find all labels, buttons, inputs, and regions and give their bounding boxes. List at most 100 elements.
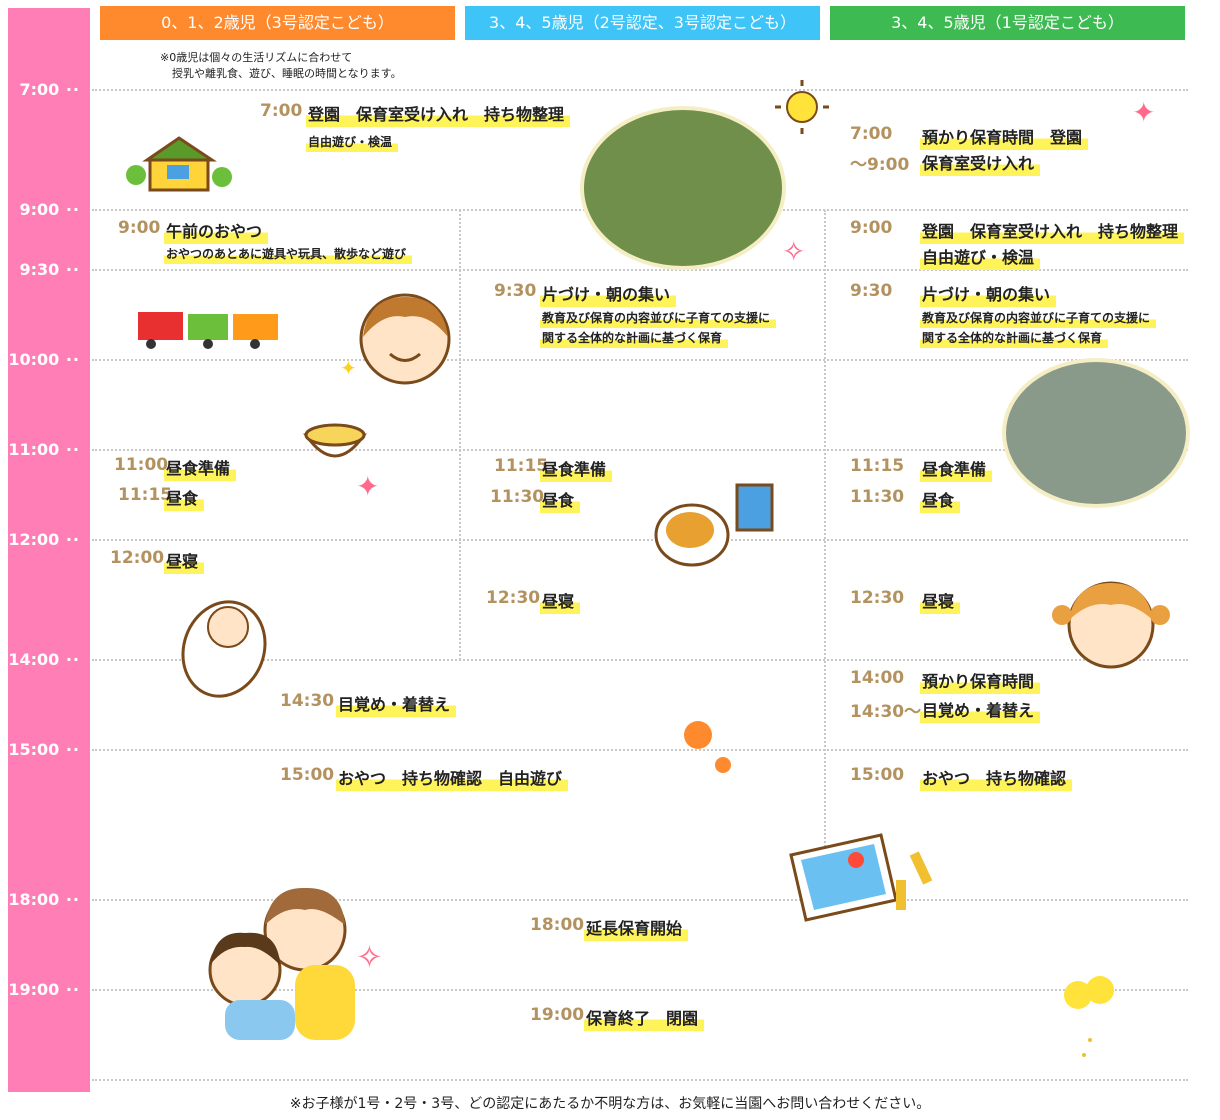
event-time: 12:30 bbox=[486, 588, 541, 608]
child-face-illustration bbox=[359, 293, 451, 385]
mother-and-child-illustration bbox=[208, 887, 355, 1040]
event-sub: 自由遊び・検温 bbox=[920, 244, 1041, 270]
event-sub: 自由遊び・検温 bbox=[306, 133, 399, 152]
event-time: 9:30 bbox=[494, 281, 537, 301]
sleeping-baby-illustration bbox=[181, 600, 267, 698]
event-time: 12:00 bbox=[110, 548, 165, 568]
tick-1800: 18:00 bbox=[0, 890, 80, 909]
event-label: 預かり保育時間 bbox=[920, 668, 1041, 694]
sparkle-icon: ✦ bbox=[356, 470, 380, 503]
header-age-3-5-type1: 3、4、5歳児（1号認定こども） bbox=[830, 6, 1185, 40]
event-label: 保育終了 閉園 bbox=[584, 1005, 705, 1031]
event-label: 昼食 bbox=[540, 487, 581, 513]
event-label: 午前のおやつ bbox=[164, 218, 269, 244]
soup-bowl-illustration bbox=[303, 423, 367, 458]
event-label: 昼寝 bbox=[920, 588, 961, 614]
gridline bbox=[92, 899, 1188, 901]
event-label: 目覚め・着替え bbox=[336, 691, 457, 717]
tick-0930: 9:30 bbox=[0, 260, 80, 279]
gridline bbox=[92, 89, 1188, 91]
tick-1900: 19:00 bbox=[0, 980, 80, 999]
children-running-photo bbox=[1002, 358, 1190, 508]
gridline bbox=[92, 359, 1188, 361]
event-time: 7:00 bbox=[850, 124, 893, 144]
event-label: おやつ 持ち物確認 自由遊び bbox=[336, 765, 569, 791]
sun-icon bbox=[775, 80, 829, 134]
gridline bbox=[92, 1079, 1188, 1081]
event-sub: 教育及び保育の内容並びに子育ての支援に bbox=[540, 309, 777, 328]
event-label: 延長保育開始 bbox=[584, 915, 689, 941]
time-axis-bar bbox=[8, 8, 90, 1092]
sparkle-icon: ✦ bbox=[340, 356, 357, 380]
train-illustration bbox=[138, 312, 278, 349]
event-time: 14:00 bbox=[850, 668, 905, 688]
gridline bbox=[92, 269, 1188, 271]
event-time: 11:15 bbox=[850, 456, 905, 476]
event-label: 昼食準備 bbox=[540, 456, 613, 482]
sparkle-icon: ✧ bbox=[356, 938, 383, 976]
event-sub: おやつのあとあに遊具や玩具、散歩など遊び bbox=[164, 245, 413, 264]
sparkle-icon: ✧ bbox=[782, 235, 806, 268]
flower-icon bbox=[684, 721, 731, 773]
girl-face-illustration bbox=[1052, 581, 1170, 669]
event-label: 登園 保育室受け入れ 持ち物整理 bbox=[306, 101, 571, 127]
header-age-0-2: 0、1、2歳児（3号認定こども） bbox=[100, 6, 455, 40]
column-divider bbox=[824, 210, 826, 850]
gridline bbox=[92, 449, 1188, 451]
event-time: 12:30 bbox=[850, 588, 905, 608]
curry-and-milk-illustration bbox=[654, 483, 774, 567]
event-time: 15:00 bbox=[850, 765, 905, 785]
tick-1400: 14:00 bbox=[0, 650, 80, 669]
house-illustration bbox=[126, 136, 232, 192]
event-label: 昼食 bbox=[164, 485, 205, 511]
event-label: 昼寝 bbox=[164, 548, 205, 574]
tick-1000: 10:00 bbox=[0, 350, 80, 369]
event-time: 9:00 bbox=[118, 218, 161, 238]
event-sub: 関する全体的な計画に基づく保育 bbox=[540, 329, 729, 348]
event-label: 片づけ・朝の集い bbox=[540, 281, 677, 307]
event-label: 昼食 bbox=[920, 487, 961, 513]
children-photo bbox=[580, 106, 786, 270]
note-line: 授乳や離乳食、遊び、睡眠の時間となります。 bbox=[172, 67, 402, 80]
event-label: 目覚め・着替え bbox=[920, 697, 1041, 723]
event-time: 19:00 bbox=[530, 1005, 585, 1025]
gridline bbox=[92, 539, 1188, 541]
event-label: 保育室受け入れ bbox=[920, 150, 1041, 176]
gridline bbox=[92, 659, 1188, 661]
column-divider bbox=[459, 210, 461, 660]
event-sub: 関する全体的な計画に基づく保育 bbox=[920, 329, 1109, 348]
tick-1200: 12:00 bbox=[0, 530, 80, 549]
header-age-3-5-type2: 3、4、5歳児（2号認定、3号認定こども） bbox=[465, 6, 820, 40]
event-label: 登園 保育室受け入れ 持ち物整理 bbox=[920, 218, 1185, 244]
gridline bbox=[92, 749, 1188, 751]
event-label: 預かり保育時間 登園 bbox=[920, 124, 1089, 150]
sparkle-icon: ✦ bbox=[1132, 96, 1156, 129]
drawing-and-crayons-illustration bbox=[789, 833, 933, 922]
event-label: 昼食準備 bbox=[164, 455, 237, 481]
event-time: 7:00 bbox=[260, 101, 303, 121]
tick-1500: 15:00 bbox=[0, 740, 80, 759]
tick-0700: 7:00 bbox=[0, 80, 80, 99]
butterfly-icon bbox=[1064, 976, 1114, 1057]
tick-1100: 11:00 bbox=[0, 440, 80, 459]
event-time: 11:15 bbox=[118, 485, 173, 505]
tick-0900: 9:00 bbox=[0, 200, 80, 219]
note-line: ※0歳児は個々の生活リズムに合わせて bbox=[160, 51, 353, 64]
footer-note: ※お子様が1号・2号・3号、どの認定にあたるか不明な方は、お気軽に当園へお問い合… bbox=[289, 1096, 931, 1112]
event-sub: 教育及び保育の内容並びに子育ての支援に bbox=[920, 309, 1157, 328]
event-label: おやつ 持ち物確認 bbox=[920, 765, 1073, 791]
event-time: 14:30～ bbox=[850, 702, 922, 722]
gridline bbox=[92, 989, 1188, 991]
event-label: 昼食準備 bbox=[920, 456, 993, 482]
event-time: ～9:00 bbox=[850, 155, 910, 175]
event-time: 14:30 bbox=[280, 691, 335, 711]
event-label: 昼寝 bbox=[540, 588, 581, 614]
event-time: 9:00 bbox=[850, 218, 893, 238]
event-label: 片づけ・朝の集い bbox=[920, 281, 1057, 307]
event-time: 11:30 bbox=[850, 487, 905, 507]
event-time: 11:30 bbox=[490, 487, 545, 507]
event-time: 9:30 bbox=[850, 281, 893, 301]
infant-note: ※0歳児は個々の生活リズムに合わせて授乳や離乳食、遊び、睡眠の時間となります。 bbox=[160, 50, 402, 82]
event-time: 18:00 bbox=[530, 915, 585, 935]
event-time: 15:00 bbox=[280, 765, 335, 785]
